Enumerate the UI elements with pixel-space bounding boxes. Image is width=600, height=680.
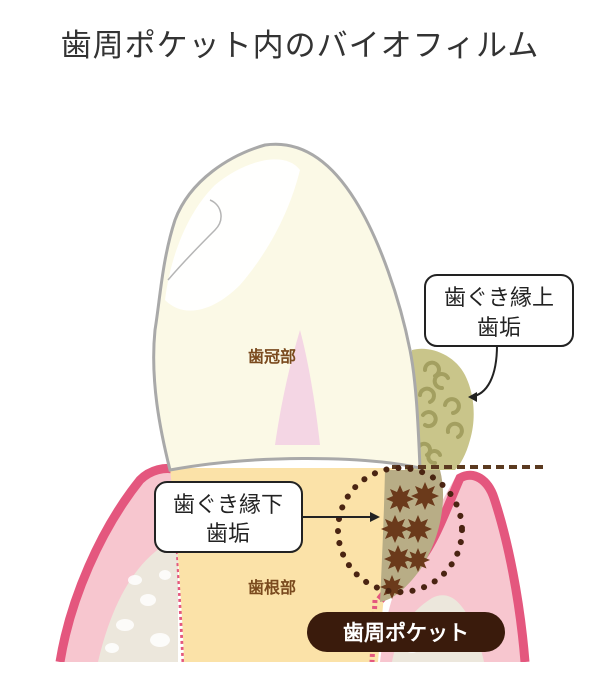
callout-subgingival: 歯ぐき縁下 歯垢 [154,481,303,553]
bone-left-texture [105,570,171,653]
label-crown: 歯冠部 [248,347,296,366]
pocket-badge-label: 歯周ポケット [343,621,469,645]
crown-highlight [165,159,300,311]
page-title: 歯周ポケット内のバイオフィルム [60,28,540,64]
pocket-badge: 歯周ポケット [307,612,505,652]
pocket-highlight-circle [335,465,465,595]
callout-subgingival-line2: 歯垢 [206,522,250,547]
supragingival-plaque [405,348,474,470]
label-root: 歯根部 [248,578,296,597]
callout-supragingival-line2: 歯垢 [477,316,521,341]
arrow-supragingival [468,344,498,402]
callout-subgingival-line1: 歯ぐき縁下 [173,493,283,518]
supragingival-plaque-marks [416,360,464,465]
callout-supragingival-line1: 歯ぐき縁上 [444,286,554,311]
bone-left [98,545,178,662]
arrow-subgingival [302,512,380,522]
gum-left-edge [55,463,180,662]
tooth-pulp [275,330,320,445]
callout-supragingival: 歯ぐき縁上 歯垢 [424,274,574,347]
crown-cusp-line [167,199,222,281]
